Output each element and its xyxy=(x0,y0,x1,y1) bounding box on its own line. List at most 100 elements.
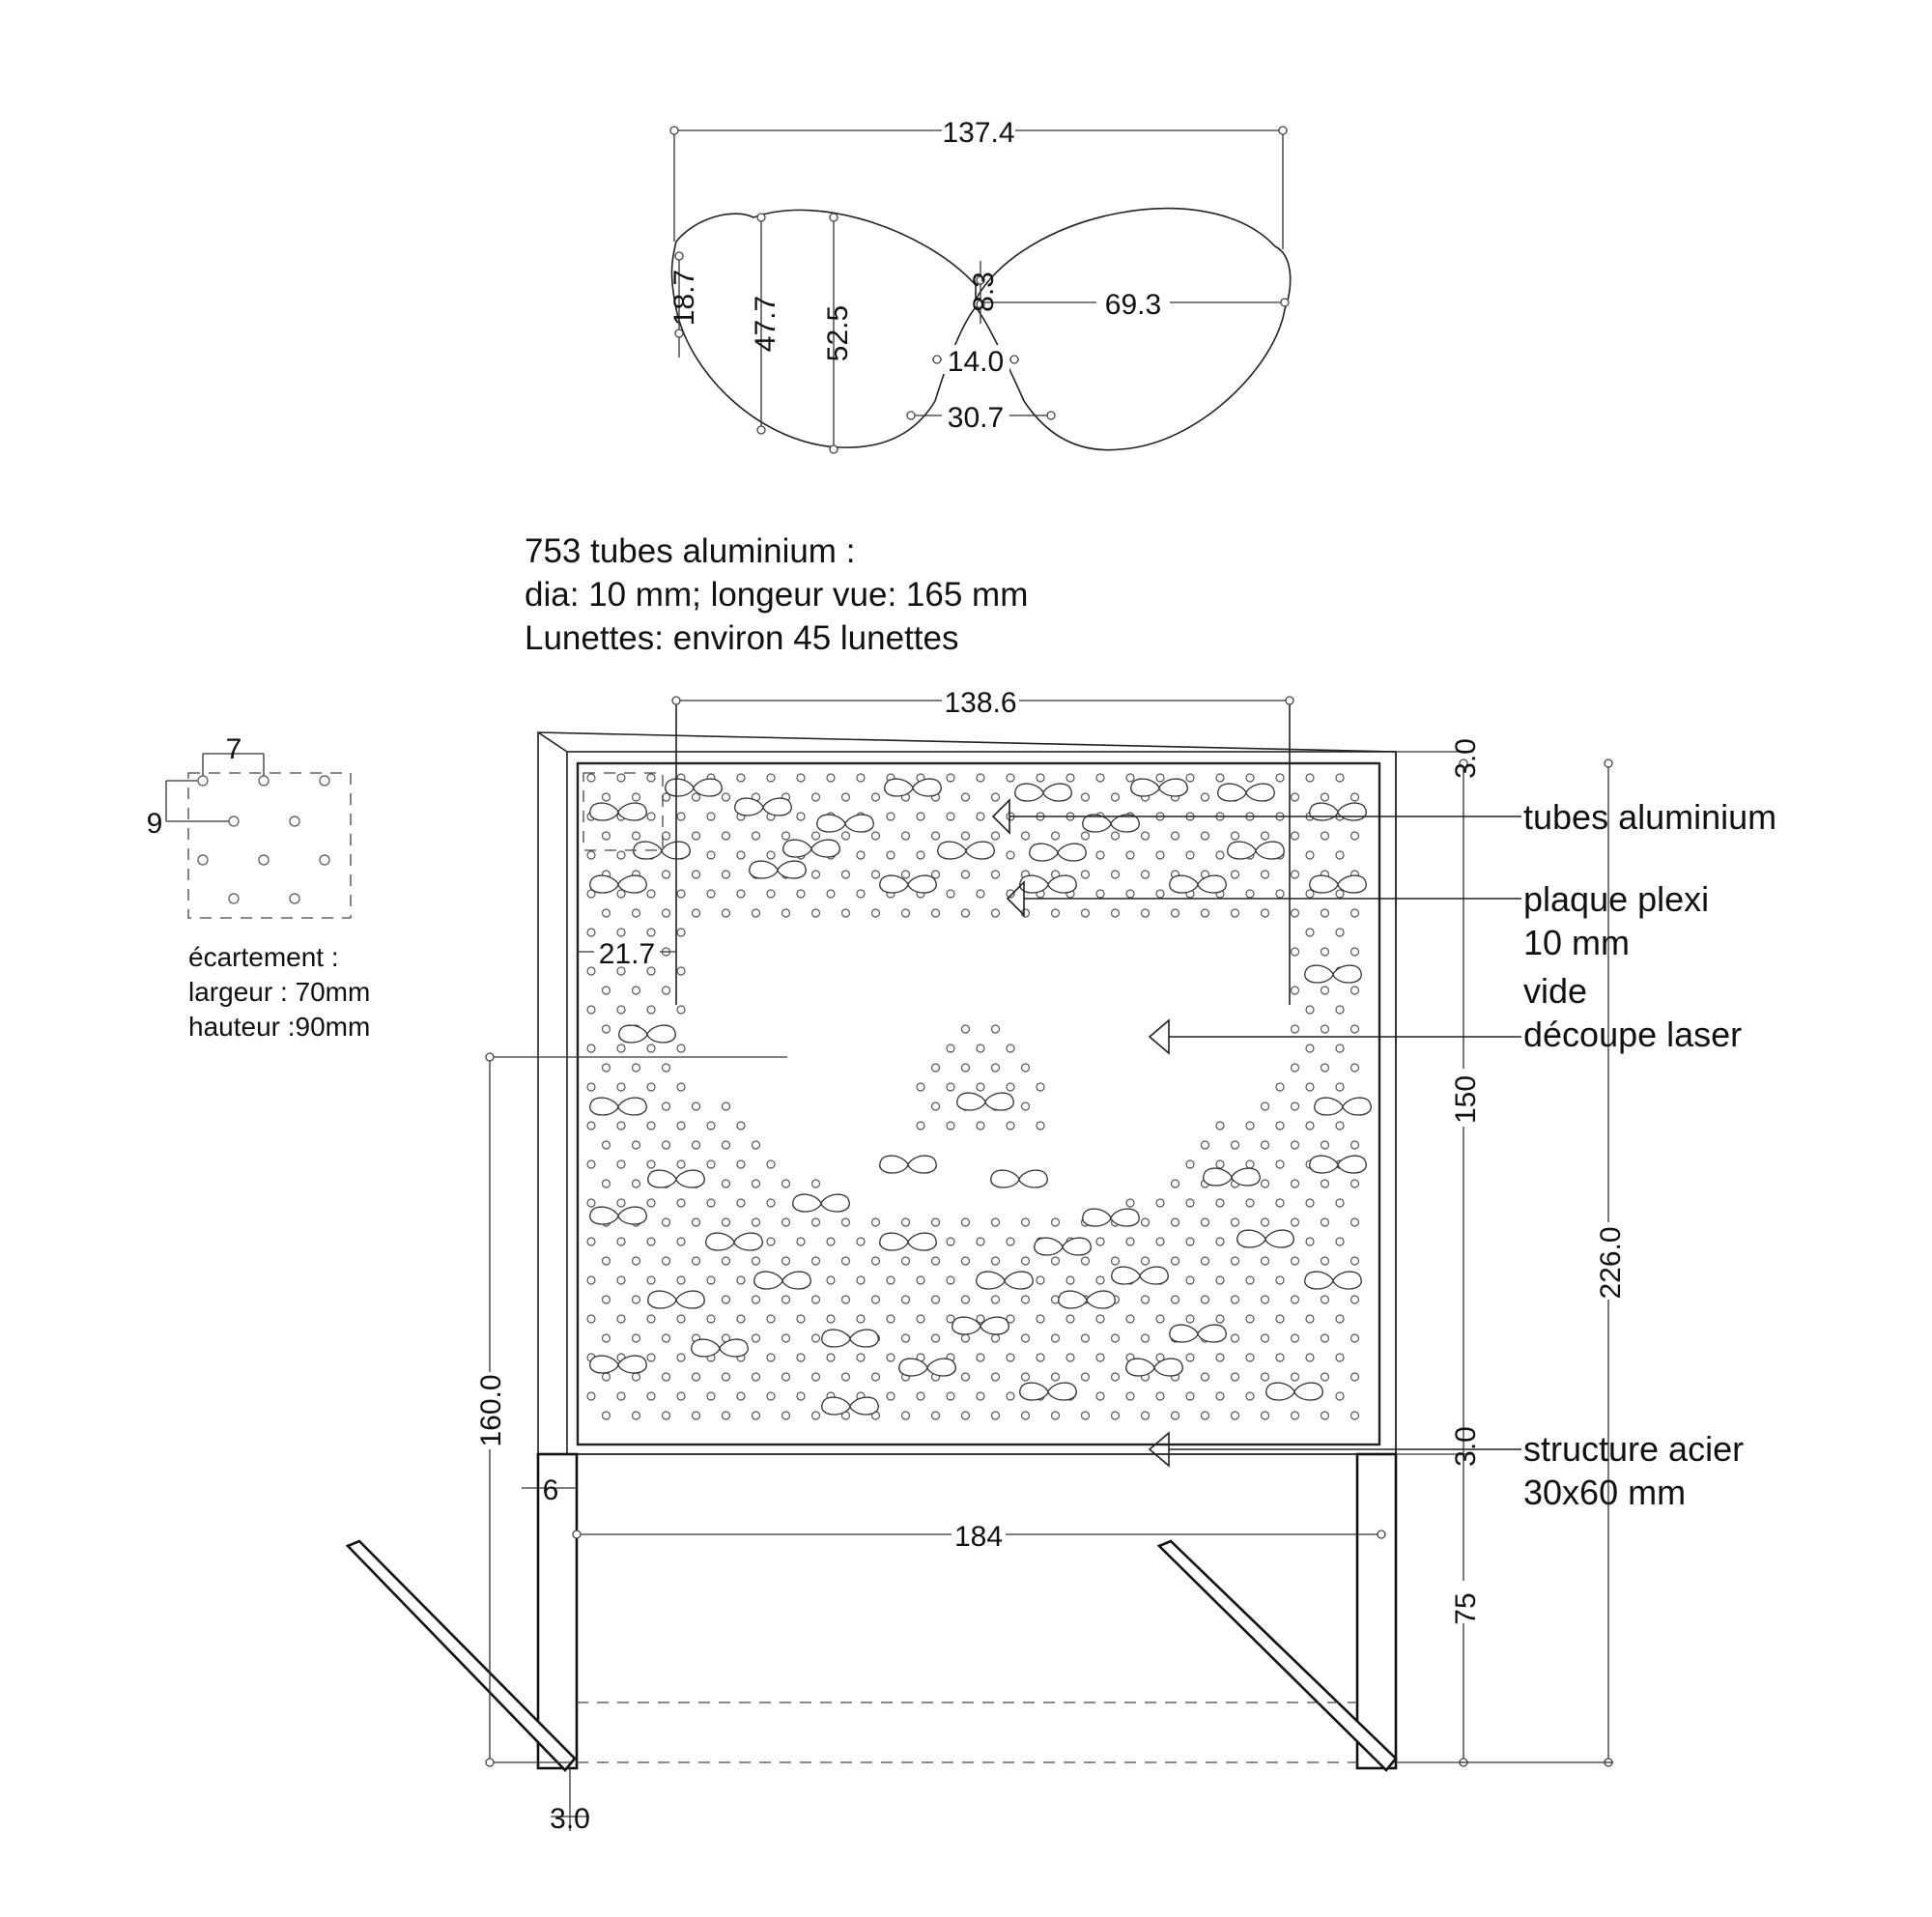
aluminium-tube xyxy=(1350,986,1360,995)
aluminium-tube xyxy=(1185,850,1195,860)
steel-foot-left xyxy=(345,1539,577,1772)
spacing-title: écartement : xyxy=(188,942,339,972)
callouts: tubes aluminium plaque plexi 10 mm vide … xyxy=(991,797,1776,1512)
aluminium-tube xyxy=(1215,850,1225,860)
aluminium-tube xyxy=(1125,1314,1135,1324)
aluminium-tube xyxy=(781,1256,791,1266)
aluminium-tube xyxy=(1050,1217,1061,1227)
aluminium-tube xyxy=(990,792,1001,802)
aluminium-tube xyxy=(646,1121,656,1130)
aluminium-tube xyxy=(736,1314,746,1324)
aluminium-tube xyxy=(1185,1314,1195,1324)
aluminium-tube xyxy=(1245,1121,1255,1130)
aluminium-tube xyxy=(930,908,941,918)
aluminium-tube xyxy=(1110,1411,1121,1420)
aluminium-tube xyxy=(631,1256,641,1266)
aluminium-tube xyxy=(1275,1121,1285,1130)
aluminium-tube xyxy=(1006,1314,1015,1324)
aluminium-tube xyxy=(586,966,596,976)
dim-lens-width: 69.3 xyxy=(1105,289,1161,321)
aluminium-tube xyxy=(916,850,925,860)
aluminium-tube xyxy=(1215,1353,1225,1362)
aluminium-tube xyxy=(1020,1295,1031,1304)
aluminium-tube xyxy=(676,1044,686,1053)
aluminium-tube xyxy=(1140,1333,1151,1343)
aluminium-tube xyxy=(1290,1102,1300,1111)
aluminium-tube xyxy=(990,1217,1001,1227)
aluminium-tube xyxy=(1200,1372,1210,1382)
aluminium-tube xyxy=(646,773,656,783)
glasses-pair xyxy=(1236,1229,1294,1248)
aluminium-tube xyxy=(1230,1333,1240,1343)
aluminium-tube xyxy=(721,792,731,802)
aluminium-tube xyxy=(706,1121,716,1130)
aluminium-tube xyxy=(796,1353,806,1362)
aluminium-tube xyxy=(1050,908,1061,918)
aluminium-tube xyxy=(840,1295,851,1304)
aluminium-tube xyxy=(840,831,851,841)
aluminium-tube xyxy=(1095,1275,1105,1285)
aluminium-tube xyxy=(1020,1063,1031,1073)
aluminium-tube xyxy=(1155,1237,1165,1246)
aluminium-tube xyxy=(990,908,1001,918)
glasses-pair xyxy=(647,1169,705,1188)
aluminium-tube xyxy=(946,889,955,899)
spacing-detail-box xyxy=(187,772,352,919)
glasses-pair xyxy=(1304,964,1362,984)
glasses-pair xyxy=(589,1355,647,1374)
aluminium-tube xyxy=(706,1159,716,1169)
aluminium-tube xyxy=(946,1082,955,1092)
aluminium-tube xyxy=(721,908,731,918)
aluminium-tube xyxy=(751,908,761,918)
aluminium-tube xyxy=(616,889,626,899)
aluminium-tube xyxy=(1245,773,1255,783)
aluminium-tube xyxy=(1215,1237,1225,1246)
aluminium-tube xyxy=(676,1082,686,1092)
dim-node xyxy=(1604,758,1613,768)
dim-bridge-height: 8.3 xyxy=(968,272,1000,312)
aluminium-tube xyxy=(721,1179,731,1188)
aluminium-tube xyxy=(1335,1082,1345,1092)
glasses-pair xyxy=(1304,1271,1362,1290)
aluminium-tube xyxy=(676,1159,686,1169)
aluminium-tube xyxy=(1230,908,1240,918)
aluminium-tube xyxy=(766,850,776,860)
aluminium-tube xyxy=(751,831,761,841)
label-bg xyxy=(942,345,1009,374)
aluminium-tube xyxy=(601,1179,611,1188)
aluminium-tube xyxy=(1095,850,1105,860)
aluminium-tube xyxy=(870,792,881,802)
glasses-pair xyxy=(1019,1382,1077,1401)
glasses-pair xyxy=(1034,1237,1092,1256)
aluminium-tube xyxy=(1006,1391,1015,1401)
aluminium-tube xyxy=(810,1217,821,1227)
aluminium-tube xyxy=(930,1411,941,1420)
aluminium-tube xyxy=(766,889,776,899)
aluminium-tube xyxy=(616,1121,626,1130)
aluminium-tube xyxy=(646,1082,656,1092)
aluminium-tube xyxy=(1245,1314,1255,1324)
aluminium-tube xyxy=(1260,1102,1270,1111)
aluminium-tube xyxy=(916,1082,925,1092)
aluminium-tube xyxy=(976,1353,985,1362)
aluminium-tube xyxy=(1080,831,1091,841)
aluminium-tube xyxy=(1350,1295,1360,1304)
aluminium-tube xyxy=(1215,1314,1225,1324)
aluminium-tube xyxy=(1350,1140,1360,1150)
aluminium-tube xyxy=(1170,831,1180,841)
aluminium-tube xyxy=(706,1275,716,1285)
aluminium-tube xyxy=(960,870,971,879)
glasses-pair xyxy=(821,1396,879,1416)
aluminium-tube xyxy=(1155,773,1165,783)
aluminium-tube xyxy=(586,1237,596,1246)
aluminium-tube xyxy=(826,1353,836,1362)
aluminium-tube xyxy=(1350,1063,1360,1073)
aluminium-tube xyxy=(946,1314,955,1324)
aluminium-tube xyxy=(840,1372,851,1382)
aluminium-tube xyxy=(826,1314,836,1324)
aluminium-tube xyxy=(736,1121,746,1130)
aluminium-tube xyxy=(1245,889,1255,899)
aluminium-tube xyxy=(691,831,701,841)
glasses-pair xyxy=(1227,841,1285,860)
aluminium-tube xyxy=(1006,1353,1015,1362)
